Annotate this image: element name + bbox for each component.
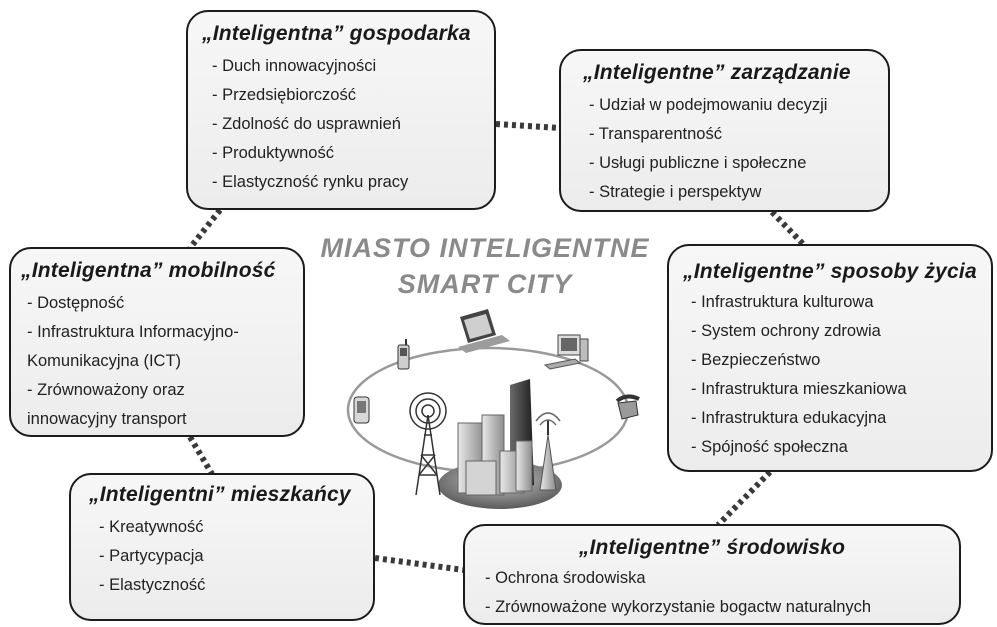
list-item-continuation: Komunikacyjna (ICT) [27,352,182,370]
smart-mobility-box: „Inteligentna” mobilność Dostępność Infr… [9,247,305,437]
smart-mobility-list: Dostępność Infrastruktura Informacyjno- … [27,289,303,434]
list-item: Infrastruktura edukacyjna [691,404,991,433]
list-item: Partycypacja [99,542,373,571]
smart-living-box: „Inteligentne” sposoby życia Infrastrukt… [667,244,993,472]
laptop-icon [458,309,510,353]
list-item: Duch innowacyjności [212,52,494,81]
radio-tower-icon [409,392,447,496]
antenna-mast-icon [535,412,561,491]
list-item: Elastyczność [99,571,373,600]
smart-people-box: „Inteligentni” mieszkańcy Kreatywność Pa… [69,473,375,621]
list-item: Usługi publiczne i społeczne [589,149,888,178]
smart-economy-title: „Inteligentna” gospodarka [202,22,471,45]
smart-people-title: „Inteligentni” mieszkańcy [89,483,351,506]
list-item: Zrównoważony oraz [27,376,303,405]
list-item: Bezpieczeństwo [691,346,991,375]
smart-mobility-title: „Inteligentna” mobilność [21,259,276,282]
list-item: Transparentność [589,120,888,149]
smart-governance-box: „Inteligentne” zarządzanie Udział w pode… [559,49,890,212]
smart-environment-title: „Inteligentne” środowisko [578,536,846,559]
connector-gospodarka-zarzadzanie [495,121,561,131]
telephone-icon [615,394,640,420]
list-item: Udział w podejmowaniu decyzji [589,91,888,120]
smart-governance-list: Udział w podejmowaniu decyzji Transparen… [589,91,888,207]
smart-living-title: „Inteligentne” sposoby życia [683,260,977,283]
list-item: Infrastruktura kulturowa [691,288,991,317]
desktop-computer-icon [543,334,589,370]
list-item: Dostępność [27,289,303,318]
smart-environment-list: Ochrona środowiska Zrównoważone wykorzys… [485,564,959,622]
list-item: Produktywność [212,139,494,168]
list-item: Ochrona środowiska [485,564,959,593]
connector-gospodarka-mobilnosc [187,208,223,250]
smart-living-list: Infrastruktura kulturowa System ochrony … [691,288,991,462]
connector-sposoby-srodowisko [715,469,773,528]
smart-city-illustration [346,309,640,509]
connector-mieszkancy-srodowisko [374,555,465,573]
list-item-continuation: innowacyjny transport [27,410,187,428]
mobile-phone-icon [397,339,410,370]
center-title-english: SMART CITY [397,269,573,299]
list-item: Strategie i perspektyw [589,178,888,207]
list-item: Kreatywność [99,513,373,542]
connector-zarzadzanie-sposoby [769,209,808,249]
center-title-polish: MIASTO INTELIGENTNE [320,233,650,263]
list-item: Przedsiębiorczość [212,81,494,110]
list-item: Infrastruktura mieszkaniowa [691,375,991,404]
list-item: Infrastruktura Informacyjno- [27,318,303,347]
list-item: Elastyczność rynku pracy [212,168,494,197]
list-item: Spójność społeczna [691,433,991,462]
smart-people-list: Kreatywność Partycypacja Elastyczność [99,513,373,600]
smart-environment-box: „Inteligentne” środowisko Ochrona środow… [463,524,961,625]
buildings-icon [457,379,534,496]
connector-mobilnosc-mieszkancy [187,435,215,476]
list-item: Zdolność do usprawnień [212,110,494,139]
smart-economy-list: Duch innowacyjności Przedsiębiorczość Zd… [212,52,494,197]
smart-governance-title: „Inteligentne” zarządzanie [583,61,851,84]
list-item: Zrównoważone wykorzystanie bogactw natur… [485,593,959,622]
smart-economy-box: „Inteligentna” gospodarka Duch innowacyj… [186,10,496,210]
list-item: System ochrony zdrowia [691,317,991,346]
pda-icon [353,396,370,424]
